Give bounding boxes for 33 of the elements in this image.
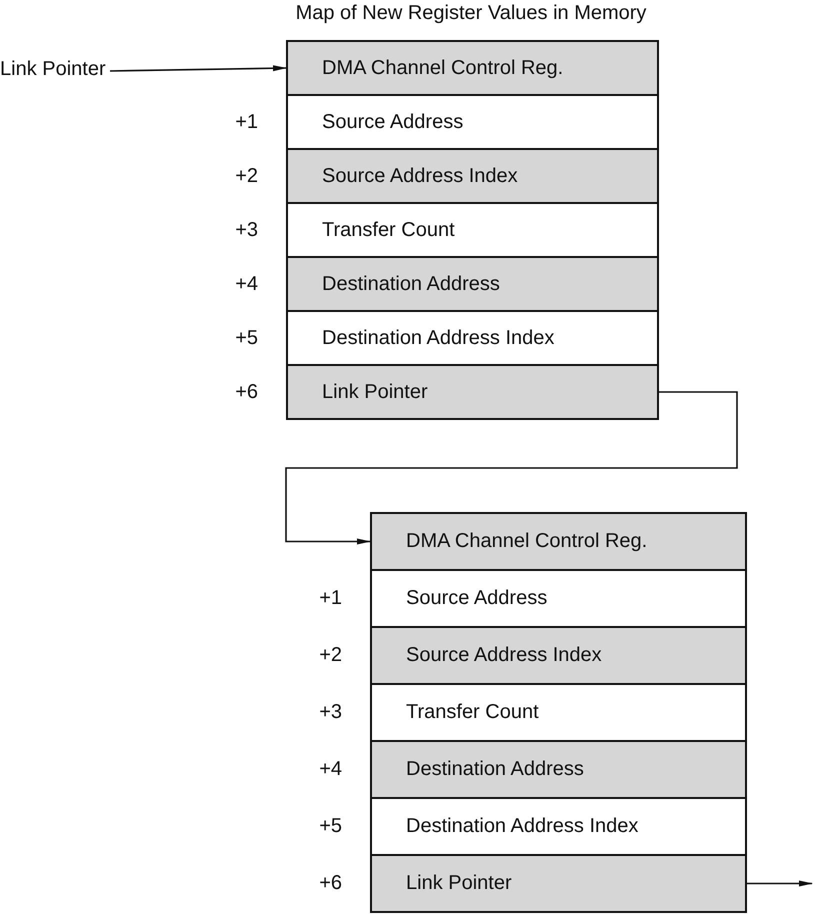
register-name: Transfer Count bbox=[322, 218, 455, 242]
offset-label: +4 bbox=[234, 272, 258, 296]
register-name: Source Address Index bbox=[406, 644, 602, 667]
register-name: Source Address bbox=[322, 110, 464, 134]
offset-label: +6 bbox=[234, 380, 258, 404]
register-name: Link Pointer bbox=[322, 380, 428, 404]
diagram-title: Map of New Register Values in Memory bbox=[294, 2, 648, 25]
register-name: DMA Channel Control Reg. bbox=[322, 56, 564, 80]
offset-label: +1 bbox=[234, 110, 258, 134]
offset-label: +6 bbox=[318, 872, 342, 895]
register-name: Destination Address bbox=[406, 758, 584, 781]
offset-label: +5 bbox=[318, 815, 342, 838]
register-row bbox=[286, 40, 659, 96]
register-name: Destination Address Index bbox=[406, 815, 638, 838]
pointer-label: Link Pointer bbox=[0, 58, 110, 84]
offset-label: +3 bbox=[318, 701, 342, 724]
register-name: Link Pointer bbox=[406, 872, 512, 895]
offset-label: +1 bbox=[318, 587, 342, 610]
register-name: DMA Channel Control Reg. bbox=[406, 530, 648, 553]
register-name: Source Address Index bbox=[322, 164, 518, 188]
register-name: Destination Address Index bbox=[322, 326, 554, 350]
arrow bbox=[110, 65, 287, 72]
register-row bbox=[370, 512, 747, 571]
offset-label: +2 bbox=[318, 644, 342, 667]
arrow bbox=[285, 391, 738, 544]
offset-label: +2 bbox=[234, 164, 258, 188]
offset-label: +4 bbox=[318, 758, 342, 781]
register-name: Source Address bbox=[406, 587, 548, 610]
register-name: Transfer Count bbox=[406, 701, 539, 724]
offset-label: +5 bbox=[234, 326, 258, 350]
register-name: Destination Address bbox=[322, 272, 500, 296]
arrow bbox=[747, 880, 813, 886]
offset-label: +3 bbox=[234, 218, 258, 242]
